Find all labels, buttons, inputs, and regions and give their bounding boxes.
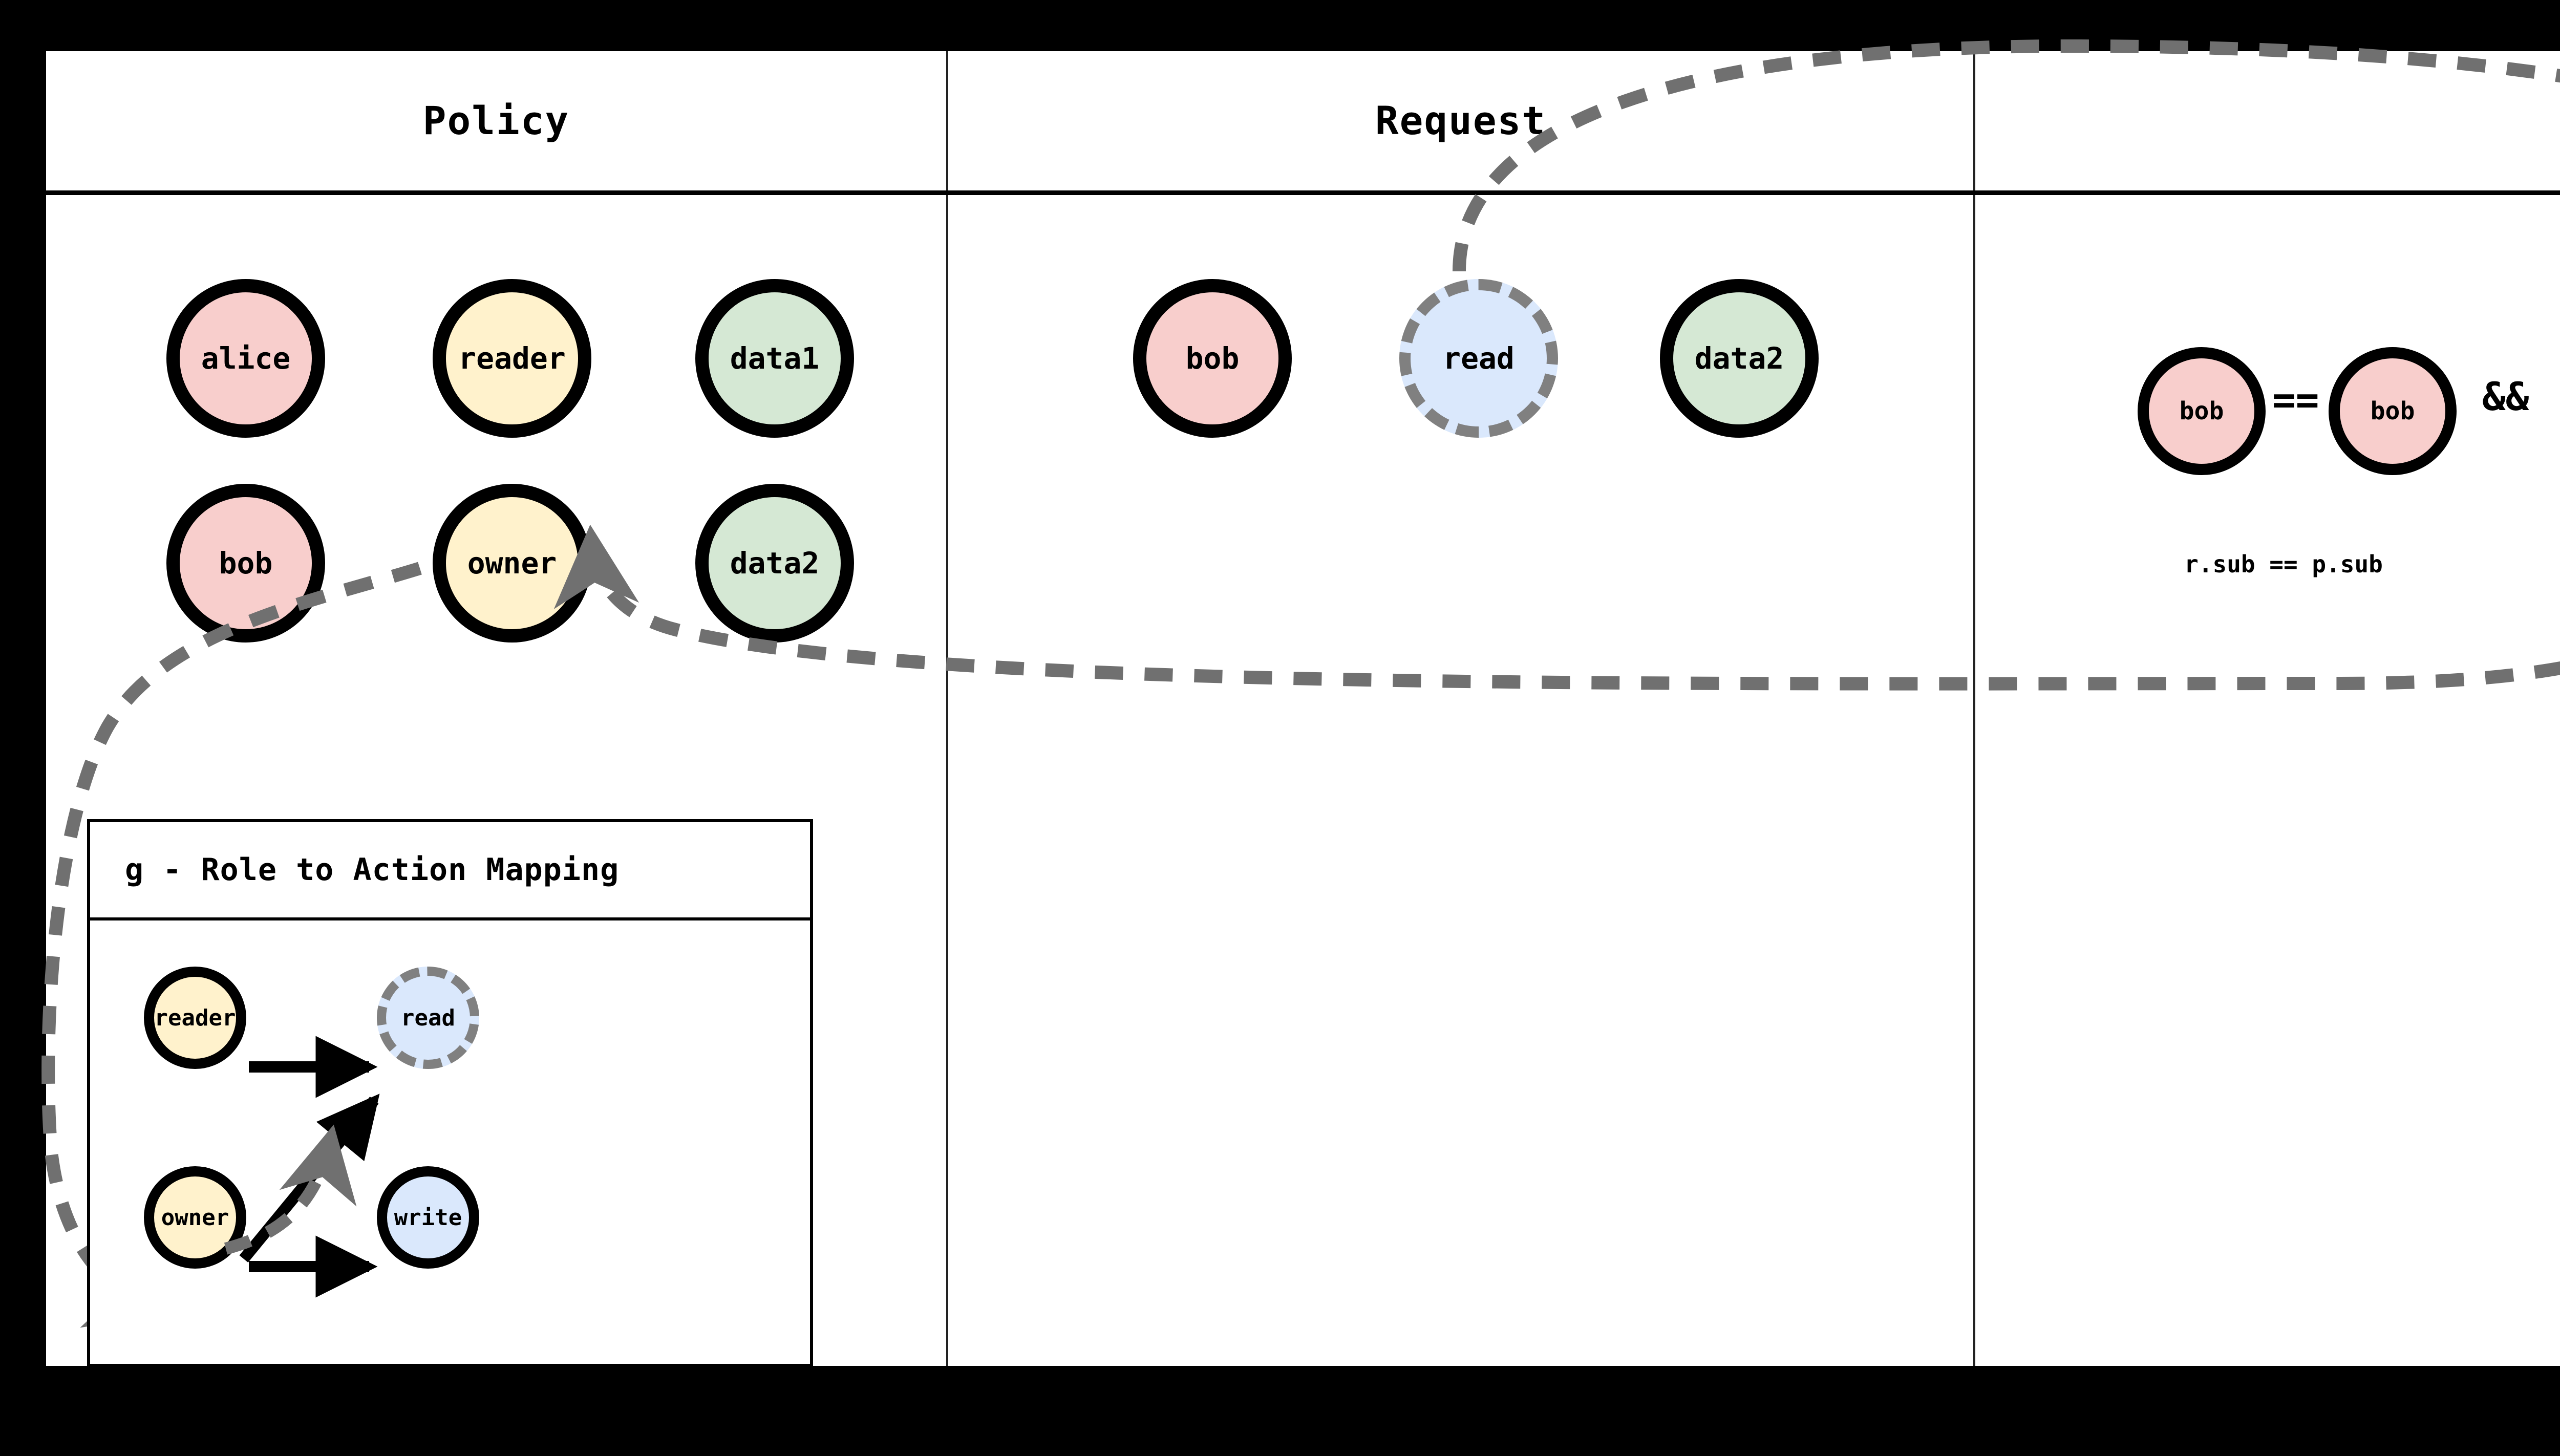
legend-title: g - Role to Action Mapping	[90, 822, 810, 920]
node-label: data2	[1694, 341, 1784, 376]
column-title-matching: Matching	[1975, 95, 2560, 146]
legend-body: reader read owner write	[90, 920, 810, 1370]
node-label: bob	[2370, 397, 2415, 425]
node-label: bob	[219, 546, 273, 581]
legend-node-read[interactable]: read	[377, 967, 479, 1069]
node-label: write	[394, 1204, 462, 1231]
column-title-policy: Policy	[422, 98, 570, 143]
node-label: bob	[2179, 397, 2224, 425]
matching-caption-sub: r.sub == p.sub	[2184, 550, 2383, 578]
policy-node-reader[interactable]: reader	[433, 279, 591, 438]
header-rule	[46, 190, 2560, 195]
column-divider-request-matching	[1973, 51, 1975, 1366]
trace-request-read-to-matching-read	[1453, 39, 2560, 272]
policy-node-alice[interactable]: alice	[166, 279, 325, 438]
request-node-bob[interactable]: bob	[1133, 279, 1292, 438]
node-label: reader	[458, 341, 566, 376]
legend-node-write[interactable]: write	[377, 1166, 479, 1269]
column-title-request: Request	[1375, 98, 1547, 143]
legend-node-owner[interactable]: owner	[144, 1166, 246, 1269]
node-label: bob	[1185, 341, 1240, 376]
policy-node-owner[interactable]: owner	[433, 484, 591, 643]
node-label: read	[401, 1004, 455, 1031]
diagram-paper: Policy Request Matching alice reader dat…	[41, 39, 2560, 1367]
node-label: data2	[730, 546, 820, 581]
node-label: data1	[730, 341, 820, 376]
policy-node-bob[interactable]: bob	[166, 484, 325, 643]
matching-node-bob-policy[interactable]: bob	[2329, 347, 2457, 475]
column-divider-policy-request	[946, 51, 948, 1366]
request-node-read[interactable]: read	[1399, 279, 1558, 438]
trace-matching-owner-to-policy-owner	[553, 524, 2560, 691]
policy-node-data2[interactable]: data2	[695, 484, 854, 643]
matching-op-and-1: &&	[2482, 374, 2529, 419]
node-label: owner	[161, 1204, 229, 1231]
request-node-data2[interactable]: data2	[1660, 279, 1819, 438]
node-label: alice	[201, 341, 291, 376]
node-label: owner	[467, 546, 557, 581]
policy-node-data1[interactable]: data1	[695, 279, 854, 438]
legend-node-reader[interactable]: reader	[144, 967, 246, 1069]
matching-op-eq-1: ==	[2272, 377, 2319, 422]
matching-node-bob-request[interactable]: bob	[2138, 347, 2266, 475]
legend-box: g - Role to Action Mapping reader read o…	[87, 819, 813, 1367]
legend-edge-owner-read	[239, 1094, 380, 1262]
node-label: reader	[154, 1004, 236, 1031]
node-label: read	[1443, 341, 1514, 376]
